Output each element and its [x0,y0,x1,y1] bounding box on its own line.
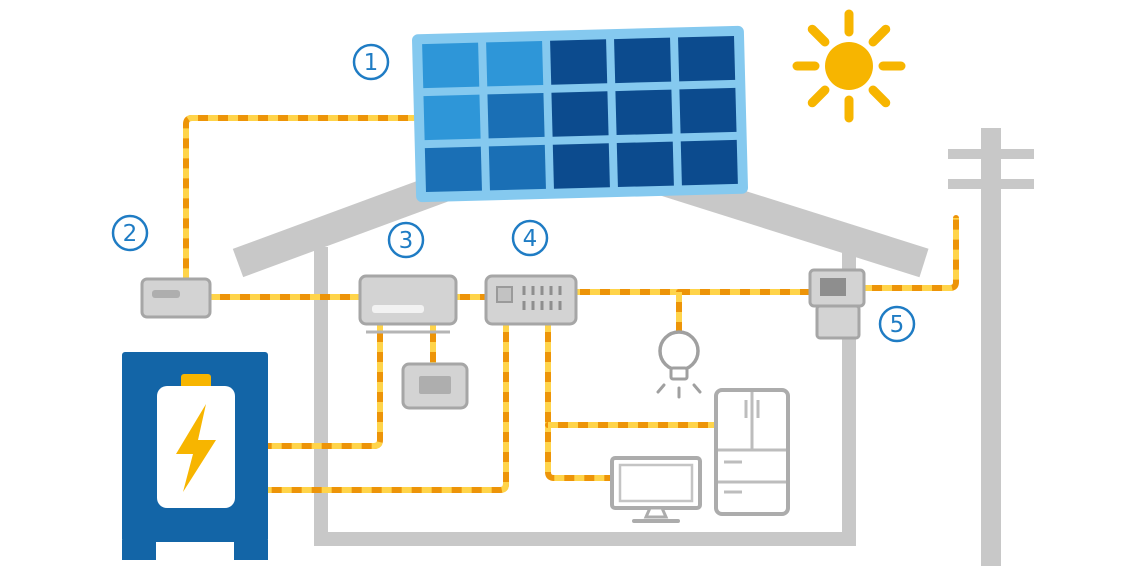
label-1-number: 1 [364,50,379,76]
label-5-number: 5 [890,312,905,338]
solar-cell [551,91,609,137]
label-5-circle [878,305,916,343]
distribution-board-display [496,286,513,303]
light-bulb-icon [656,330,702,399]
breaker-switch-row-2 [522,301,562,310]
wall-remote-screen [419,376,451,394]
junction-box [140,277,212,319]
power-meter-screen [820,278,846,296]
solar-cell [552,143,610,189]
solar-cell [486,40,544,87]
solar-cell [550,39,608,85]
wire-board-to-monitor [545,322,614,481]
solar-cell [614,37,672,84]
wire-meter-to-pole [862,218,959,291]
solar-panel-cells [422,35,738,193]
computer-monitor-icon [610,456,702,523]
sun-rays [792,9,906,123]
sun-ray [868,85,891,108]
junction-box-slot [152,290,180,298]
power-conditioner [358,274,458,334]
label-4-number: 4 [523,226,538,252]
wire-board-to-monitor [545,319,617,481]
solar-cell [678,35,736,82]
label-2-circle [111,214,149,252]
label-2-number: 2 [123,221,138,247]
label-5: 5 [878,305,916,343]
label-2: 2 [111,214,149,252]
wall-remote [401,362,469,410]
wire-board-to-battery [263,319,509,493]
label-1-circle [352,43,390,81]
label-4-circle [511,219,549,257]
utility-pole [948,128,1034,566]
label-1: 1 [352,43,390,81]
house-outline [314,247,856,546]
solar-cell [679,87,737,134]
battery-foot-right [234,540,268,560]
label-3-number: 3 [399,228,414,254]
monitor-stand [643,506,669,519]
bulb-light-rays [656,383,702,399]
pole-crossarm-bottom [948,179,1034,189]
wire-panel-to-junction-box [183,115,418,280]
power-conditioner-body [358,274,458,326]
monitor-screen [618,463,694,503]
breaker-switch-row-1 [522,286,562,295]
fridge-drawer-handles [724,460,742,494]
lightning-bolt-icon [176,404,216,492]
label-3-circle [387,221,425,259]
sun-core [825,42,873,90]
solar-cell [616,141,674,188]
power-meter [808,268,866,340]
solar-cell [488,144,546,191]
distribution-board [484,274,578,326]
sun-icon [792,9,906,123]
battery-foot-left [122,540,156,560]
wire-board-to-battery [266,322,509,493]
solar-cell [422,42,480,89]
solar-cell [680,139,738,186]
label-4: 4 [511,219,549,257]
sun-ray [807,24,830,47]
solar-cell [487,92,545,139]
solar-cell [423,94,481,141]
bulb-globe [658,330,700,372]
pole-crossarm-top [948,149,1034,159]
storage-battery [122,352,268,560]
wire-conditioner-to-battery [266,322,383,449]
solar-cell [615,89,673,136]
solar-panel [412,25,748,203]
label-3: 3 [387,221,425,259]
refrigerator-icon [714,388,790,516]
sun-ray [868,24,891,47]
solar-cell [424,146,482,193]
pole-mast [981,128,1001,566]
bulb-base [669,366,689,381]
power-meter-base [815,304,861,340]
fridge-handles [744,400,760,418]
power-conditioner-vent [372,305,424,313]
sun-ray [807,85,830,108]
